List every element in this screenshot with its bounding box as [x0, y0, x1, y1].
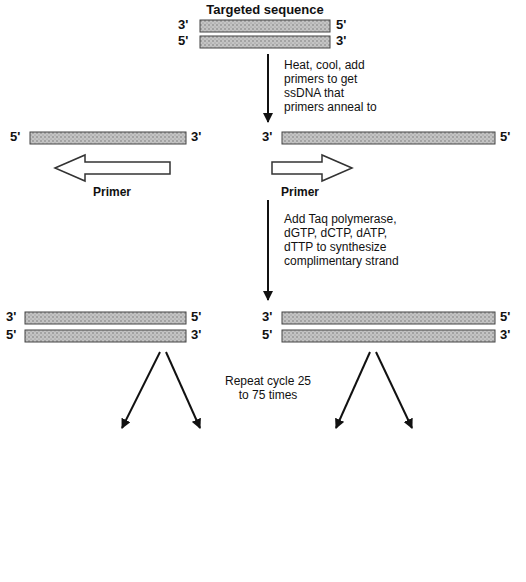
dna-strand [25, 20, 495, 342]
strand-end-label: 5' [500, 130, 510, 145]
strand-end-label: 5' [6, 328, 16, 343]
strand-end-label: 3' [191, 130, 201, 145]
strand-end-label: 5' [262, 328, 272, 343]
strand-end-label: 3' [178, 18, 188, 33]
strand-end-label: 5' [178, 34, 188, 49]
primer-label: Primer [281, 186, 319, 200]
strand-end-label: 3' [262, 130, 272, 145]
primer-arrow [55, 155, 352, 181]
step-arrow [122, 54, 412, 428]
strand-end-label: 5' [336, 18, 346, 33]
repeat-note: Repeat cycle 25 to 75 times [220, 374, 316, 402]
strand-end-label: 3' [6, 310, 16, 325]
strand-end-label: 3' [262, 310, 272, 325]
step-note: Add Taq polymerase, dGTP, dCTP, dATP, dT… [284, 212, 412, 268]
primer-label: Primer [93, 186, 131, 200]
strand-end-label: 5' [10, 130, 20, 145]
strand-end-label: 3' [336, 34, 346, 49]
strand-end-label: 3' [191, 328, 201, 343]
strand-end-label: 3' [500, 328, 510, 343]
heading-label: Targeted sequence [206, 3, 324, 18]
strand-end-label: 5' [191, 310, 201, 325]
strand-end-label: 5' [500, 310, 510, 325]
step-note: Heat, cool, add primers to get ssDNA tha… [284, 58, 384, 114]
